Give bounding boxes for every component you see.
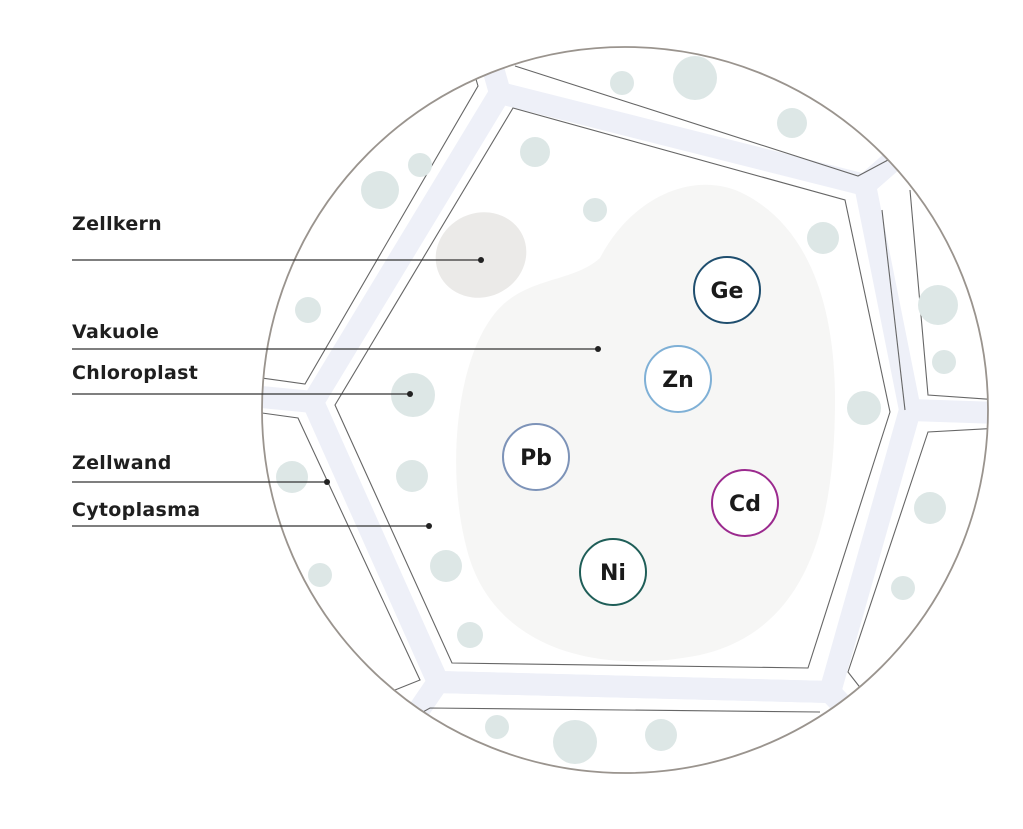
element-ring-pb	[502, 423, 570, 491]
element-ring-ni	[579, 538, 647, 606]
element-symbol-zn: Zn	[662, 368, 694, 393]
label-zellwand: Zellwand	[72, 452, 172, 474]
element-badge-cd: Cd	[711, 469, 779, 537]
element-symbol-ge: Ge	[711, 279, 744, 304]
element-badge-ni: Ni	[579, 538, 647, 606]
element-symbol-pb: Pb	[520, 446, 552, 471]
element-badge-pb: Pb	[502, 423, 570, 491]
nucleus	[435, 212, 527, 298]
outer-chloroplasts	[276, 56, 958, 764]
label-cytoplasma: Cytoplasma	[72, 499, 200, 521]
leader-lines	[72, 257, 601, 529]
element-badge-zn: Zn	[644, 345, 712, 413]
element-symbol-cd: Cd	[729, 492, 761, 517]
element-ring-ge	[693, 256, 761, 324]
label-zellkern: Zellkern	[72, 213, 162, 235]
element-ring-zn	[644, 345, 712, 413]
label-chloroplast: Chloroplast	[72, 362, 198, 384]
element-symbol-ni: Ni	[600, 561, 626, 586]
inner-chloroplasts	[391, 137, 881, 648]
label-vakuole: Vakuole	[72, 321, 159, 343]
element-badge-ge: Ge	[693, 256, 761, 324]
magnifier-circle-outline	[261, 46, 989, 774]
element-ring-cd	[711, 469, 779, 537]
